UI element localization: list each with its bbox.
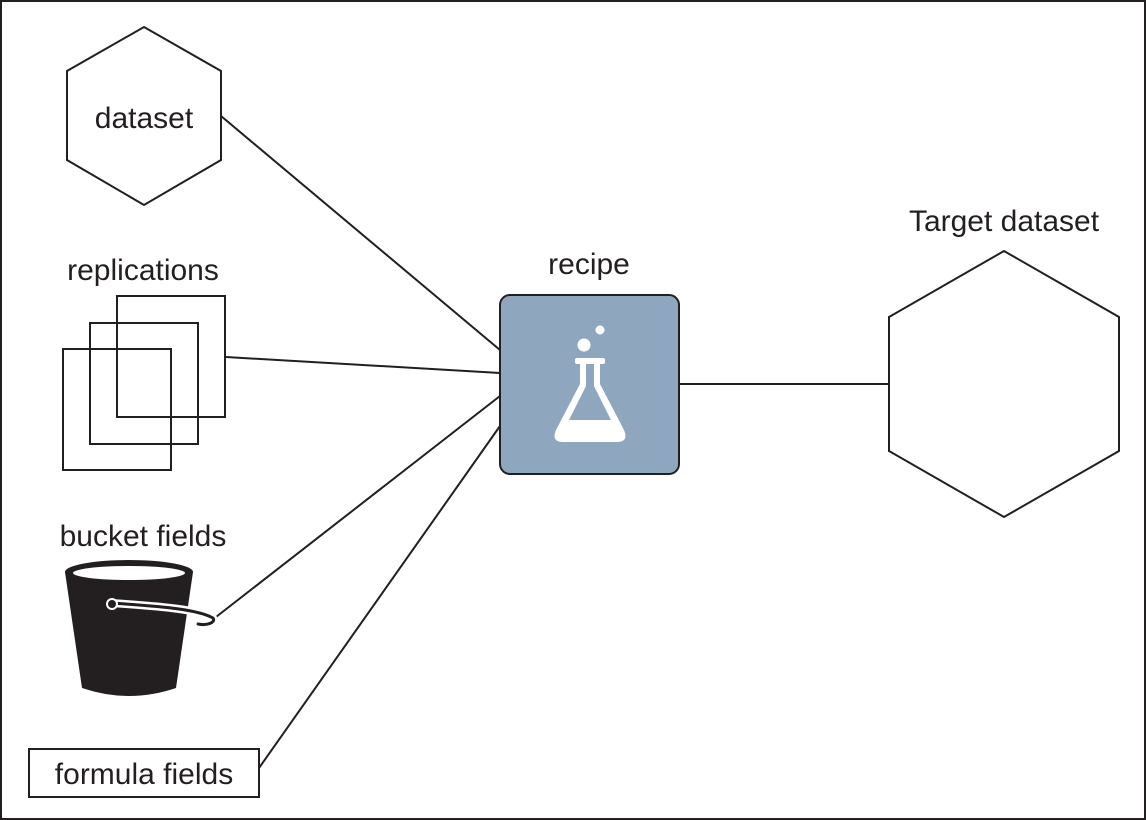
- node-recipe: recipe: [499, 248, 680, 475]
- bucket-icon: [65, 560, 218, 696]
- formula-fields-box: [28, 748, 260, 798]
- node-target-dataset: Target dataset: [888, 205, 1120, 519]
- bucket-fields-label: bucket fields: [60, 520, 227, 553]
- target-dataset-label: Target dataset: [909, 205, 1100, 238]
- stacked-squares-icon: [62, 295, 226, 471]
- recipe-box: [499, 294, 680, 475]
- node-formula-fields: formula fields: [28, 748, 260, 798]
- edge-replications-recipe: [225, 356, 501, 374]
- edges: [215, 115, 889, 769]
- recipe-label: recipe: [548, 248, 630, 281]
- node-replications: replications: [62, 254, 226, 471]
- edge-bucket-recipe: [215, 395, 501, 618]
- dataset-label: dataset: [95, 102, 194, 135]
- target-dataset-hexagon: [888, 249, 1120, 519]
- replications-label: replications: [67, 254, 219, 287]
- flask-icon: [554, 325, 626, 442]
- node-bucket-fields: bucket fields: [60, 520, 227, 696]
- node-dataset: dataset: [66, 25, 222, 207]
- formula-fields-label: formula fields: [55, 758, 233, 791]
- dataset-hexagon: [66, 25, 222, 207]
- edge-dataset-recipe: [220, 115, 501, 351]
- edge-formula-recipe: [258, 425, 501, 769]
